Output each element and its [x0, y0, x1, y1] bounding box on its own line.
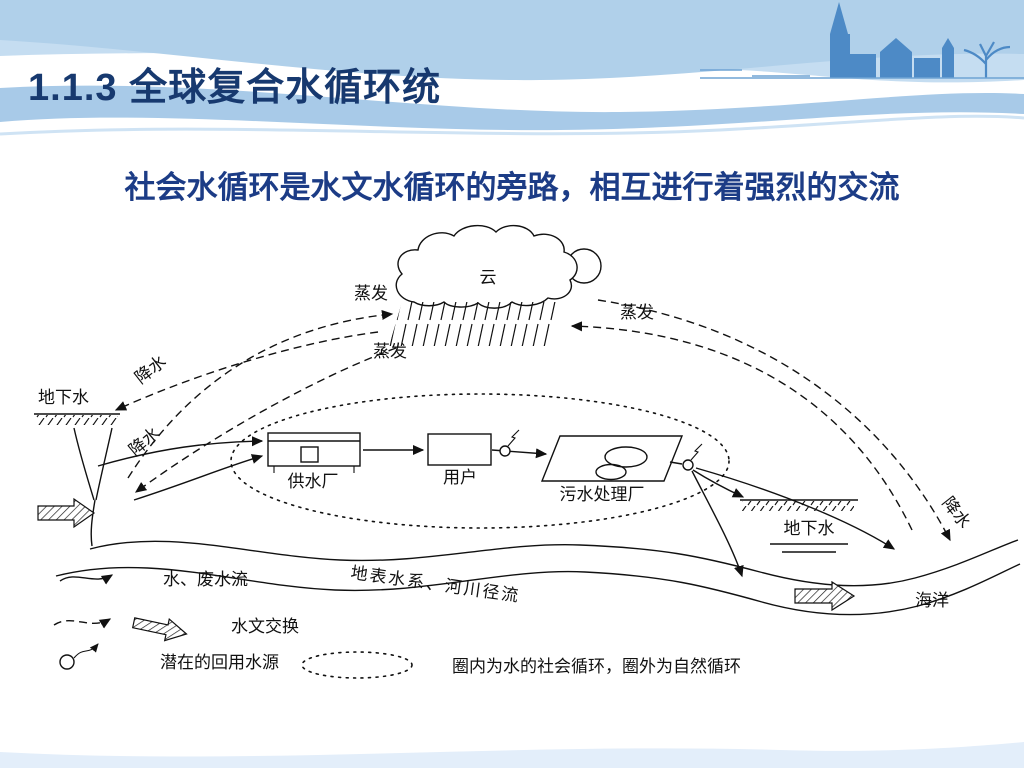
reuse-marker-2 [682, 443, 703, 471]
legend-reuse-symbol [59, 643, 99, 670]
supply-inflow-arrow-2 [133, 454, 264, 501]
infiltration-striped-arrow [37, 497, 96, 529]
river-flow-striped-arrow [794, 580, 856, 612]
legend-exchange-label: 水文交换 [231, 617, 299, 636]
header-accent-line [0, 114, 1024, 136]
precipitation-right-label: 降水 [938, 493, 974, 531]
ocean-label: 海洋 [915, 591, 949, 610]
houses-icon [880, 38, 954, 78]
discharge-to-groundwater-arrow [692, 469, 745, 498]
reuse-marker-1 [499, 429, 520, 457]
legend-exchange-arrow [53, 618, 112, 629]
evaporation-left-arrow [127, 309, 394, 479]
groundwater-right-lines [770, 543, 848, 553]
sewage-to-marker-line [669, 461, 683, 465]
slide-subtitle: 社会水循环是水文水循环的旁路，相互进行着强烈的交流 [124, 170, 900, 205]
valley-stream [73, 427, 113, 547]
evaporation-right-arrow [570, 321, 913, 531]
surface-water-label: 地表水系、河川径流 [349, 563, 521, 606]
building-silhouette [700, 2, 1024, 79]
cloud-shape [395, 225, 578, 309]
rain-hatching [389, 302, 560, 346]
evaporation-left-label: 蒸发 [354, 284, 388, 303]
legend-ellipse [301, 651, 413, 679]
header-ribbon-wave [0, 85, 1024, 131]
supply-plant-shape [267, 432, 361, 473]
social-cycle-ellipse [230, 393, 730, 529]
precipitation-left-lower-arrow [134, 347, 397, 493]
sewage-plant-shape [540, 435, 684, 482]
discharge-to-river-arrow [691, 470, 744, 578]
users-box [427, 433, 492, 466]
supply-inflow-arrow-1 [97, 436, 264, 467]
header-inner-wave [0, 0, 1024, 81]
sewage-plant-label: 污水处理厂 [560, 485, 645, 504]
precipitation-left-upper-label: 降水 [131, 352, 169, 388]
supply-plant-label: 供水厂 [288, 472, 339, 491]
evaporation-below-label: 蒸发 [373, 342, 407, 361]
sewage-tank-ellipse-2 [595, 463, 627, 481]
river-upper-bank [89, 539, 1019, 587]
evaporation-right-label: 蒸发 [620, 303, 654, 322]
legend-exchange-striped-arrow [131, 617, 188, 642]
legend-flow-label: 水、废水流 [163, 570, 248, 589]
groundwater-left-hatch [34, 413, 120, 425]
precipitation-left-upper-arrow [114, 331, 379, 411]
footer-wave [0, 742, 1024, 768]
groundwater-right-hatch [740, 499, 858, 511]
groundwater-right-label: 地下水 [784, 519, 835, 538]
legend-circle-note: 圈内为水的社会循环，圈外为自然循环 [452, 657, 741, 676]
users-label: 用户 [443, 468, 477, 487]
legend-reuse-label: 潜在的回用水源 [160, 653, 279, 672]
tree-icon [963, 41, 1011, 78]
legend-flow-arrow [59, 574, 114, 585]
precipitation-right-arrow [597, 299, 951, 542]
cloud-label: 云 [480, 268, 497, 287]
church-icon [830, 2, 876, 78]
page-title: 1.1.3 全球复合水循环统 [28, 67, 442, 109]
footer-art [0, 742, 1024, 768]
sewage-tank-ellipse-1 [604, 446, 648, 468]
river-lower-bank [55, 563, 1021, 616]
groundwater-left-label: 地下水 [38, 388, 89, 407]
horizon-lines [700, 69, 1024, 79]
header-art [0, 0, 1024, 136]
